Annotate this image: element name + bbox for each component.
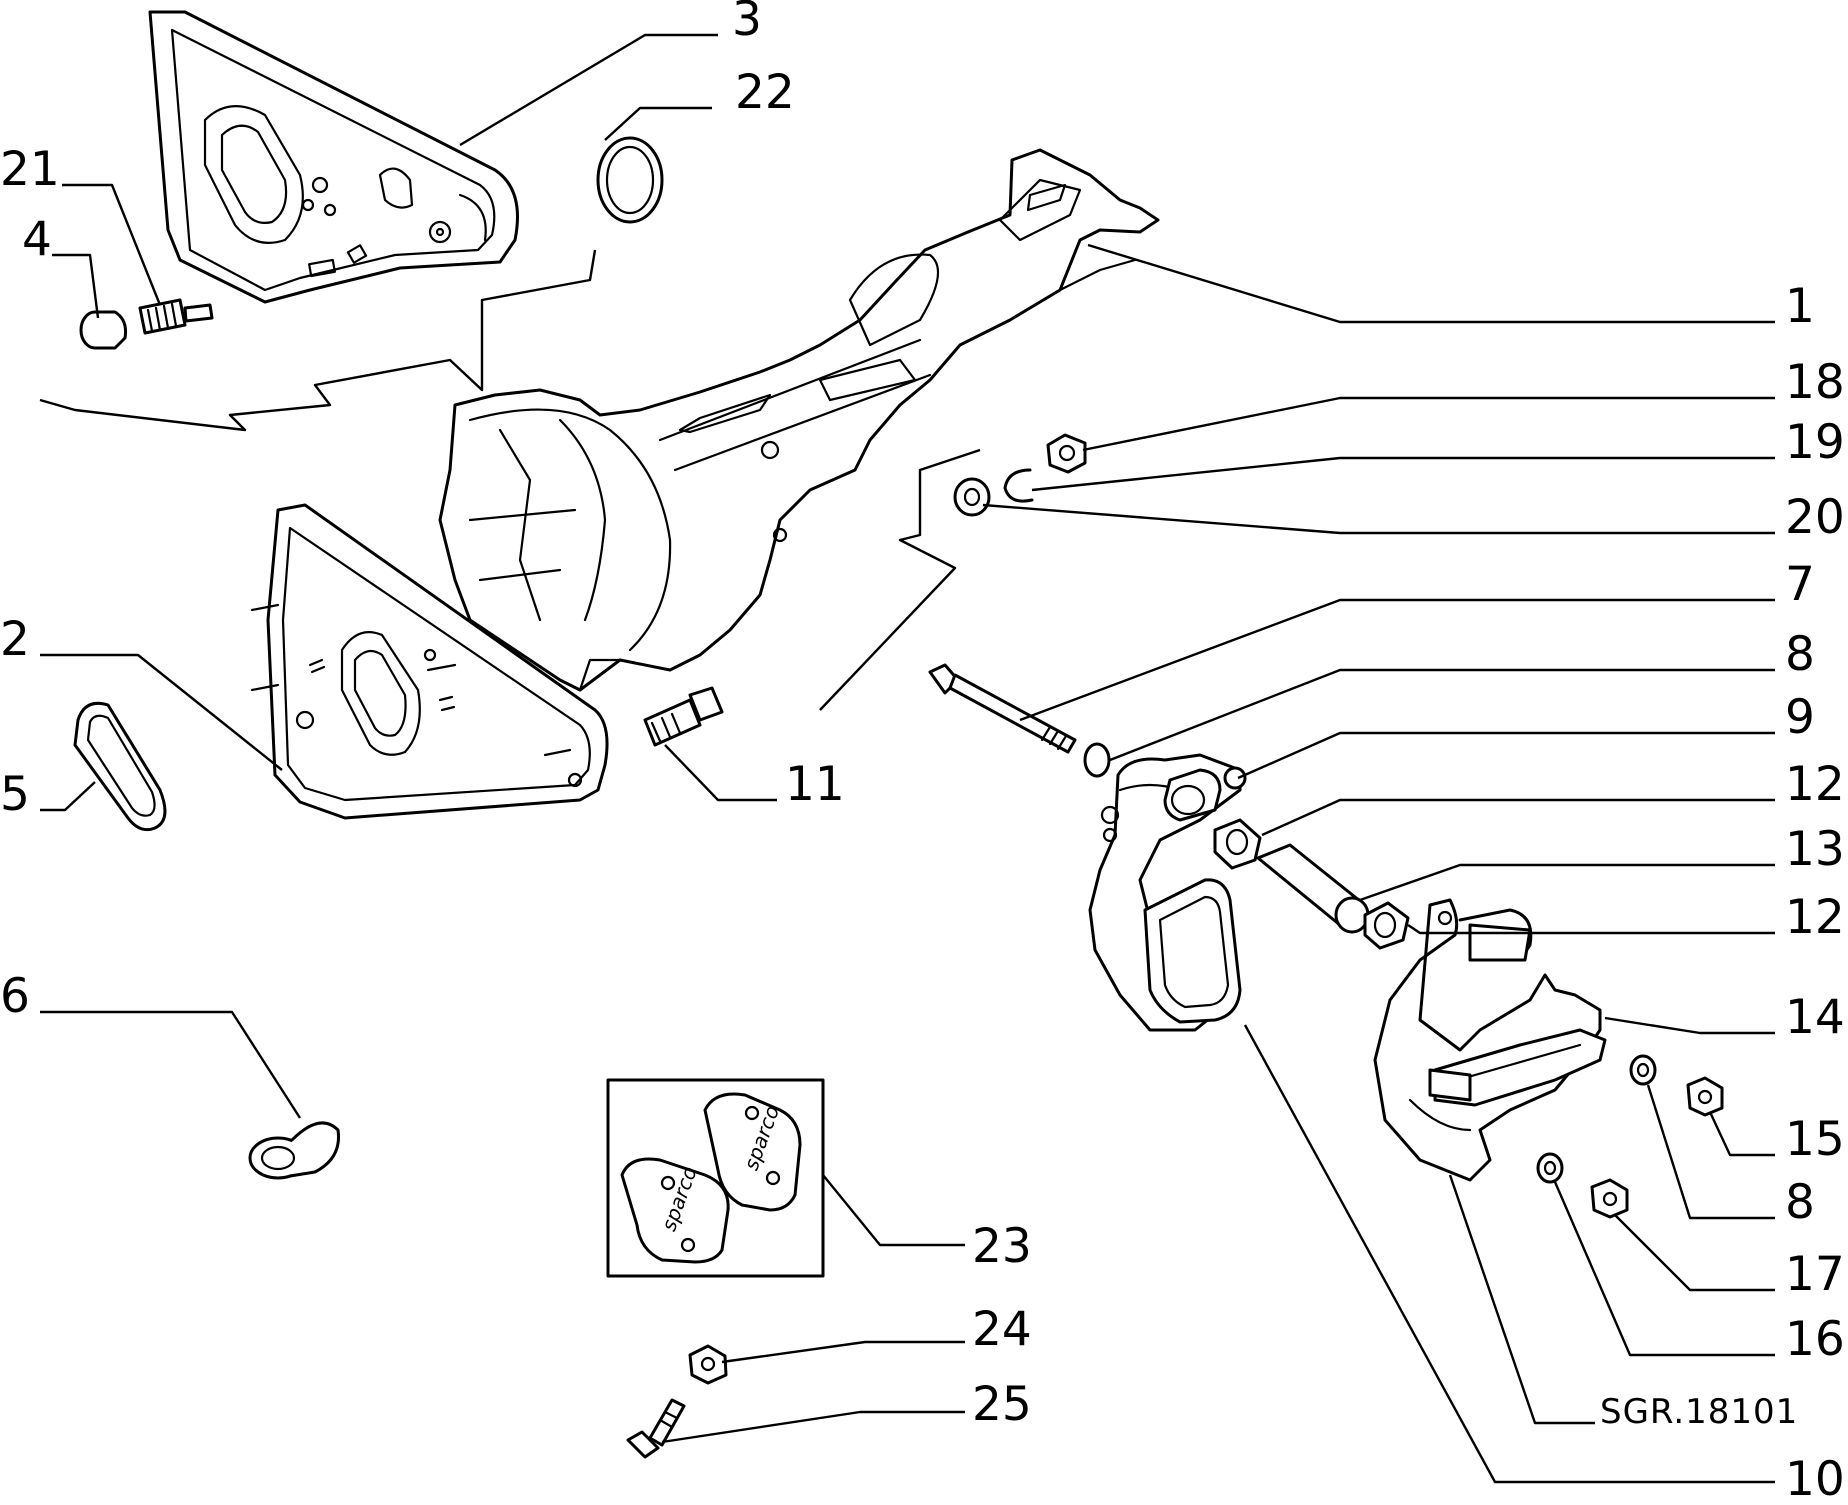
part-17-nut: [1590, 1178, 1629, 1219]
callout-20: 20: [1785, 490, 1845, 545]
callout-3: 3: [732, 0, 762, 47]
callout-18: 18: [1785, 355, 1845, 410]
part-12-bushing-upper: [1213, 818, 1262, 870]
callout-2: 2: [0, 612, 30, 667]
callout-24: 24: [972, 1302, 1032, 1357]
part-14-clutch-pedal: [1373, 898, 1607, 1182]
part-7-long-bolt: [928, 663, 1077, 754]
callout-25: 25: [972, 1377, 1032, 1432]
callout-9: 9: [1785, 690, 1815, 745]
part-12-bushing-lower: [1363, 901, 1410, 950]
part-1-pedal-housing: [438, 148, 1160, 692]
part-23-pedal-pads: sparco sparco: [606, 1078, 825, 1278]
callout-11: 11: [785, 757, 845, 812]
callout-23: 23: [972, 1219, 1032, 1274]
callout-14: 14: [1785, 990, 1845, 1045]
part-2-cover-plate: [250, 503, 609, 820]
part-5-rubber-boot: [73, 701, 167, 832]
callout-12-lower: 12: [1785, 890, 1845, 945]
part-15-nut: [1686, 1076, 1724, 1117]
callout-1: 1: [1785, 279, 1815, 334]
callout-16: 16: [1785, 1312, 1845, 1367]
callout-21: 21: [0, 142, 60, 197]
callout-22: 22: [735, 65, 795, 120]
callout-13: 13: [1785, 822, 1845, 877]
part-3-cover-plate: [148, 10, 519, 304]
part-22-o-ring: [596, 136, 664, 224]
part-10-brake-pedal: [1088, 753, 1247, 1032]
callout-4: 4: [22, 212, 52, 267]
part-16-washer: [1536, 1152, 1564, 1184]
callout-19: 19: [1785, 415, 1845, 470]
callout-8-upper: 8: [1785, 627, 1815, 682]
part-11-bolt: [643, 686, 724, 747]
callout-10: 10: [1785, 1452, 1845, 1505]
part-20-washer: [953, 477, 991, 517]
part-13-tube: [1256, 843, 1370, 934]
part-19-clip: [1003, 468, 1034, 503]
callout-12-upper: 12: [1785, 757, 1845, 812]
part-6-grommet: [248, 1121, 341, 1180]
part-24-nut: [688, 1344, 728, 1385]
part-8-washer-lower: [1629, 1054, 1657, 1086]
leader-lines: [39, 33, 1775, 1484]
part-4-cap: [79, 310, 127, 350]
part-25-bolt: [626, 1398, 686, 1459]
callout-15: 15: [1785, 1112, 1845, 1167]
callout-7: 7: [1785, 557, 1815, 612]
part-8-washer-upper: [1083, 742, 1111, 778]
reference-code: SGR.18101: [1600, 1392, 1798, 1432]
callout-8-lower: 8: [1785, 1175, 1815, 1230]
part-21-stud: [138, 298, 214, 335]
part-18-nut: [1046, 433, 1087, 474]
callout-5: 5: [0, 767, 30, 822]
callout-17: 17: [1785, 1247, 1845, 1302]
callout-6: 6: [0, 969, 30, 1024]
